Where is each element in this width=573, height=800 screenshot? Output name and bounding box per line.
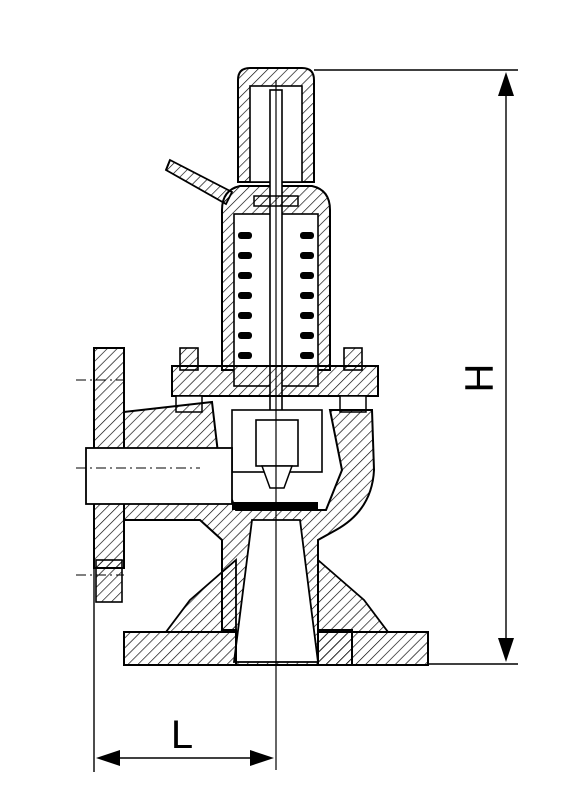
dimension-label-l: L bbox=[171, 713, 193, 757]
dimension-length: L bbox=[93, 568, 274, 772]
inlet-flange bbox=[123, 558, 429, 666]
outlet-flange bbox=[76, 347, 233, 603]
dimension-height: H bbox=[314, 69, 518, 665]
bolt-left bbox=[179, 347, 199, 371]
valve-disc bbox=[255, 419, 299, 467]
bonnet-flange bbox=[171, 347, 379, 413]
bolt-right bbox=[343, 347, 363, 371]
lifting-lever bbox=[164, 158, 234, 206]
spring bbox=[238, 232, 314, 359]
dimension-label-h: H bbox=[458, 364, 502, 393]
valve-seat bbox=[232, 502, 318, 510]
